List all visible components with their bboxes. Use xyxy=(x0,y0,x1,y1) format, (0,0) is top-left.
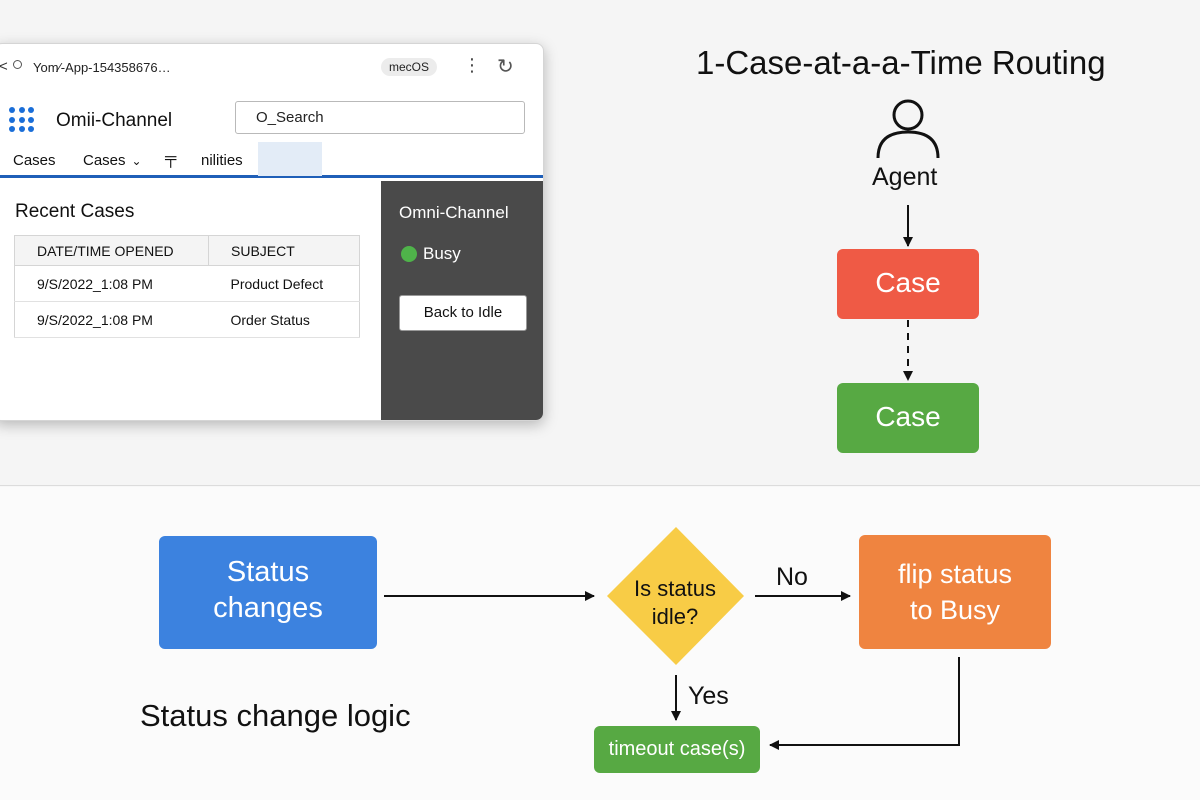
flip-status-line1: flip status xyxy=(897,559,1013,589)
flowchart-title: Status change logic xyxy=(140,698,411,733)
flip-status-busy-node: flip status to Busy xyxy=(859,535,1051,649)
tab-cases-dropdown-label: Cases xyxy=(83,152,126,169)
yes-edge-label: Yes xyxy=(688,682,729,710)
table-row[interactable]: 9/S/2022_1:08 PM Order Status xyxy=(14,301,360,338)
tab-active-highlight[interactable] xyxy=(258,142,322,176)
back-to-idle-button[interactable]: Back to Idle xyxy=(399,295,527,331)
column-header-date[interactable]: DATE/TIME OPENED xyxy=(14,235,209,266)
table-cell-subject[interactable]: Order Status xyxy=(208,301,360,338)
url-text[interactable]: Yom⁄-App-154358676… xyxy=(33,60,171,75)
table-cell-date: 9/S/2022_1:08 PM xyxy=(14,265,209,302)
tab-utilities[interactable]: nilities xyxy=(201,152,243,169)
decision-line1: Is status xyxy=(634,576,716,601)
recent-cases-title: Recent Cases xyxy=(15,201,135,222)
nav-tabs: Cases Cases ⌄ ╤ nilities xyxy=(0,142,543,178)
reload-icon[interactable]: ↻ xyxy=(497,56,514,78)
table-cell-subject[interactable]: Product Defect xyxy=(208,265,360,302)
status-dot-icon xyxy=(401,246,417,262)
app-header: Omii-Channel O_Search xyxy=(0,96,543,140)
recent-cases-table: DATE/TIME OPENED SUBJECT 9/S/2022_1:08 P… xyxy=(14,235,360,338)
case-box-next: Case xyxy=(837,383,979,453)
status-changes-node: Status changes xyxy=(159,536,377,649)
routing-title: 1-Case-at-a-a-Time Routing xyxy=(696,44,1106,81)
no-edge-label: No xyxy=(776,563,808,591)
os-badge: mecOS xyxy=(381,58,438,76)
chevron-down-icon: ⌄ xyxy=(131,154,142,168)
table-header-row: DATE/TIME OPENED SUBJECT xyxy=(14,235,360,266)
table-row[interactable]: 9/S/2022_1:08 PM Product Defect xyxy=(14,265,360,302)
tab-cases[interactable]: Cases xyxy=(13,152,56,169)
decision-node-label: Is status idle? xyxy=(614,575,736,631)
tab-glyph-icon[interactable]: ╤ xyxy=(165,150,177,167)
status-label: Busy xyxy=(423,244,461,263)
presence-status[interactable]: Busy xyxy=(401,244,461,264)
browser-window: < Yom⁄-App-154358676… mecOS ⋮ ↻ Omii-Cha… xyxy=(0,43,544,421)
column-header-subject[interactable]: SUBJECT xyxy=(208,235,360,266)
omni-channel-panel: Omni-Channel Busy Back to Idle xyxy=(381,181,543,420)
more-vertical-icon[interactable]: ⋮ xyxy=(463,55,481,75)
case-box-active: Case xyxy=(837,249,979,319)
status-changes-line1: Status xyxy=(226,556,310,588)
agent-label: Agent xyxy=(872,163,938,191)
flip-status-line2: to Busy xyxy=(909,595,1001,625)
address-bar: < Yom⁄-App-154358676… mecOS ⋮ ↻ xyxy=(0,44,543,90)
decision-line2: idle? xyxy=(651,604,699,629)
omni-channel-title: Omni-Channel xyxy=(399,203,509,222)
table-cell-date: 9/S/2022_1:08 PM xyxy=(14,301,209,338)
search-input[interactable]: O_Search xyxy=(235,101,525,134)
timeout-cases-node: timeout case(s) xyxy=(594,726,760,773)
back-icon[interactable]: < xyxy=(0,58,8,75)
app-name: Omii-Channel xyxy=(56,110,173,131)
tab-cases-dropdown[interactable]: Cases ⌄ xyxy=(83,152,142,169)
status-changes-line2: changes xyxy=(213,592,323,624)
site-info-icon[interactable] xyxy=(13,60,22,69)
recent-cases-panel: Recent Cases DATE/TIME OPENED SUBJECT 9/… xyxy=(0,181,381,420)
app-launcher-icon[interactable] xyxy=(9,107,35,133)
